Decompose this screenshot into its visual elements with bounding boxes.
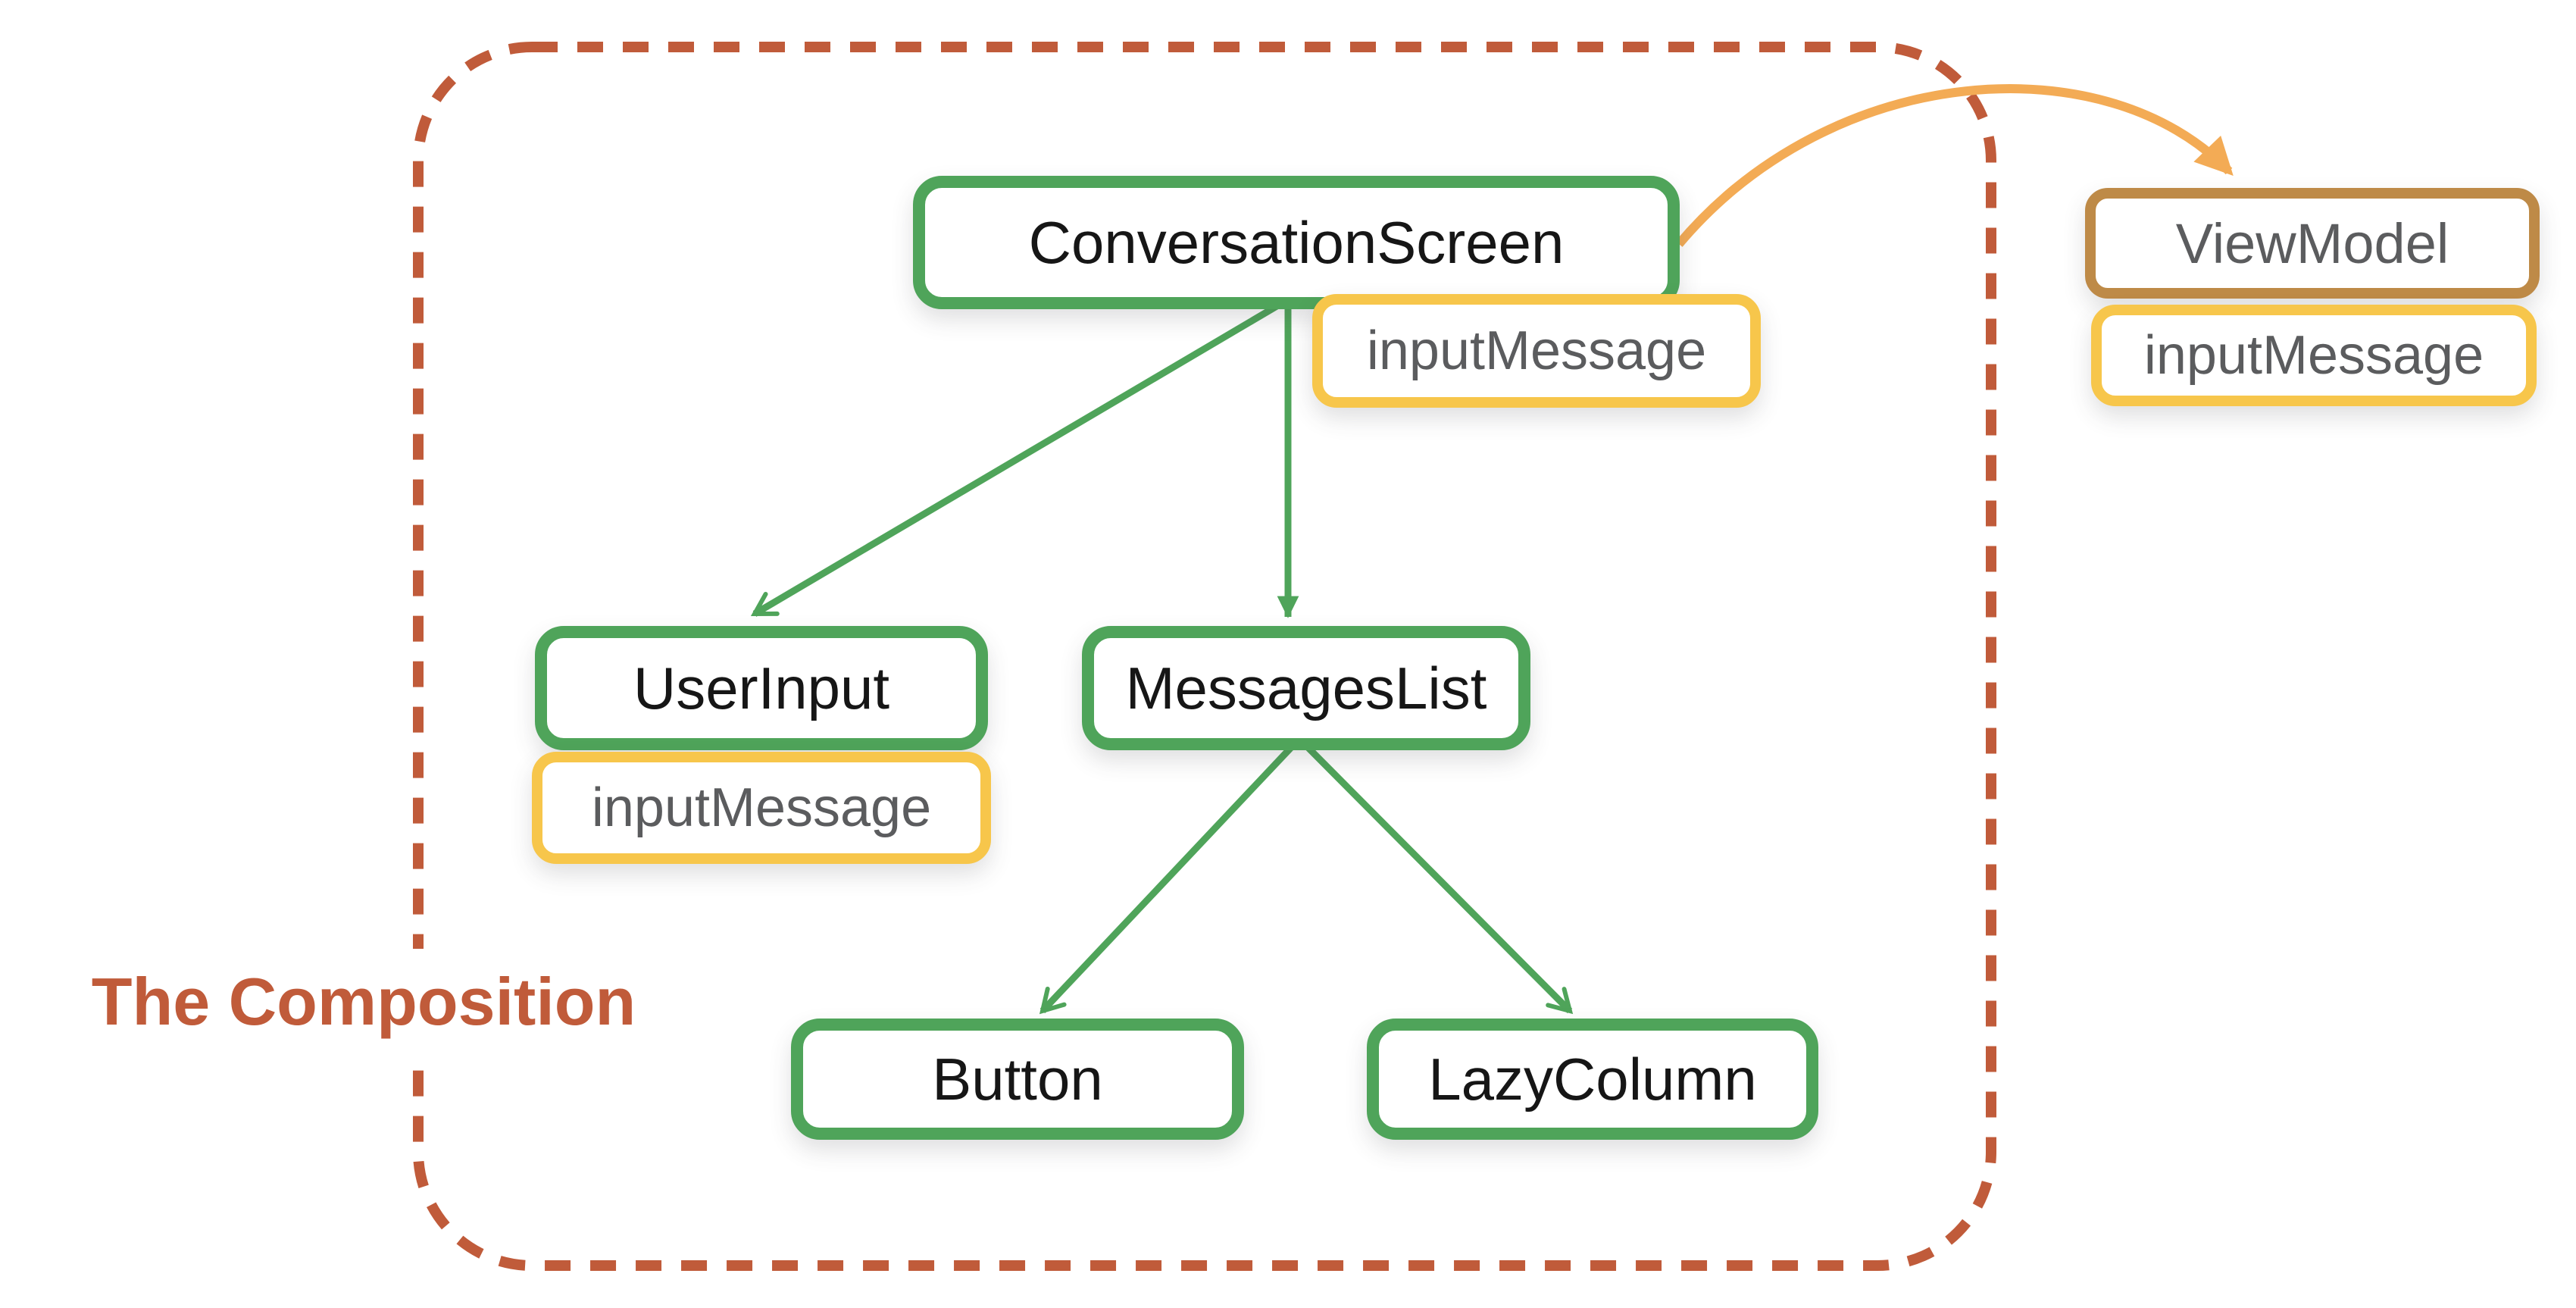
node-label: UserInput — [633, 654, 890, 721]
node-lazy-column: LazyColumn — [1367, 1019, 1818, 1140]
node-user-input: UserInput — [535, 626, 988, 750]
edge-messageslist-button — [1039, 738, 1300, 1015]
edge-conversationscreen-viewmodel — [1675, 84, 2234, 247]
node-conversation-screen: ConversationScreen — [913, 176, 1680, 309]
node-messages-list: MessagesList — [1082, 626, 1530, 750]
composition-boundary — [413, 42, 1996, 1271]
badge-user-input-state: inputMessage — [532, 752, 991, 864]
badge-label: inputMessage — [591, 778, 932, 838]
node-label: ConversationScreen — [1028, 208, 1565, 276]
node-label: LazyColumn — [1428, 1045, 1757, 1112]
edge-conversationscreen-userinput — [750, 300, 1284, 617]
badge-conversation-screen-state: inputMessage — [1312, 294, 1761, 408]
badge-view-model-state: inputMessage — [2091, 305, 2537, 406]
diagram-caption: The Composition — [61, 949, 667, 1055]
node-button: Button — [791, 1019, 1244, 1140]
node-label: Button — [932, 1045, 1103, 1112]
edge-messageslist-lazycolumn — [1299, 738, 1574, 1015]
node-label: ViewModel — [2175, 211, 2449, 275]
node-label: MessagesList — [1125, 654, 1487, 721]
badge-label: inputMessage — [1366, 321, 1707, 381]
node-view-model: ViewModel — [2085, 188, 2540, 299]
badge-label: inputMessage — [2143, 325, 2484, 386]
